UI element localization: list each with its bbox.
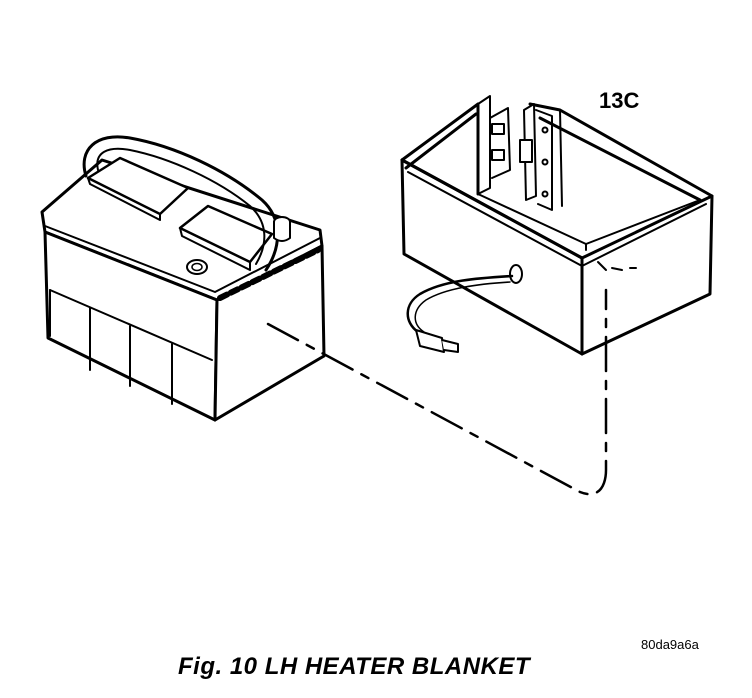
battery-vent-cap-left [86,156,190,216]
installation-path [266,288,608,496]
battery-vent-cap-right [178,204,274,264]
heater-cable-grommet [509,264,523,284]
heater-cable-connector [415,329,445,353]
figure-id-label: 80da9a6a [641,637,699,652]
battery-front-panels [49,289,213,405]
heater-box [400,95,714,356]
heater-box-bracket-right [519,103,553,211]
section-code-label: 13C [599,88,640,113]
heater-box-front-wall [400,158,584,356]
battery-indicator-eye [186,259,208,275]
figure-caption: Fig. 10 LH HEATER BLANKET [178,653,531,680]
heater-box-bracket-left [477,95,511,195]
heater-cable [406,274,514,334]
heater-box-side-wall [580,194,714,356]
battery [40,135,326,422]
